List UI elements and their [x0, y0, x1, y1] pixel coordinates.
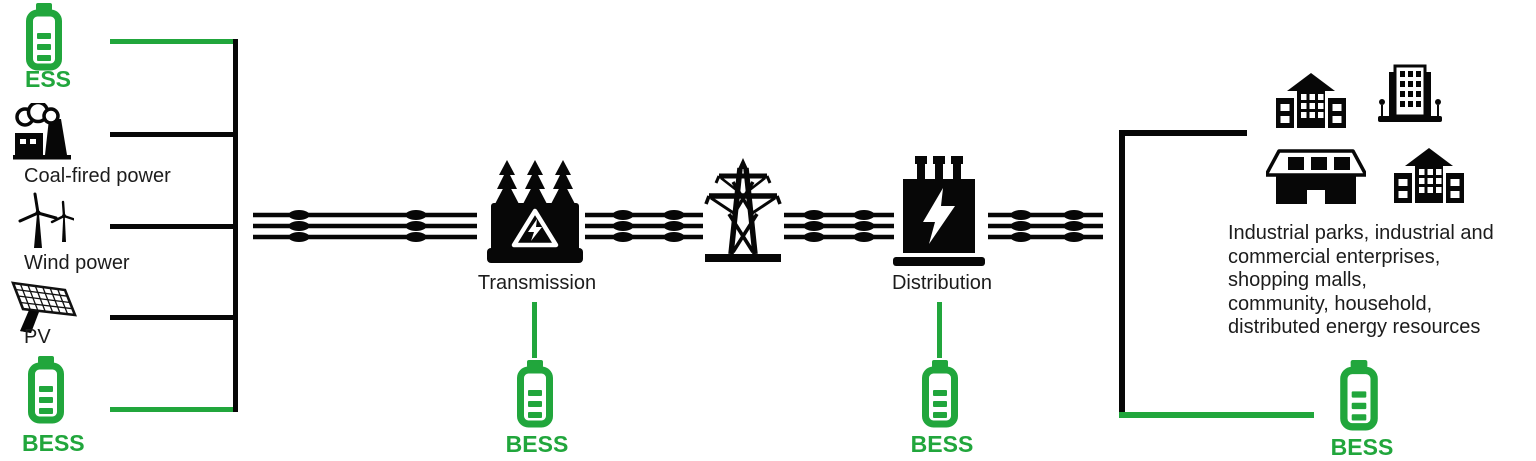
distribution-transformer-icon: [893, 156, 985, 266]
consumer-description-line: Industrial parks, industrial and: [1228, 222, 1494, 244]
battery-icon: [517, 360, 553, 428]
battery-icon: [922, 360, 958, 428]
pv-label: PV: [24, 326, 51, 348]
power-line-icon: [253, 210, 477, 242]
transmission-tower-icon: [704, 158, 782, 262]
ess-label: ESS: [25, 66, 72, 92]
transmission-bess-label: BESS: [505, 431, 569, 457]
solar-panel-icon: [10, 281, 78, 333]
transmission-substation-icon: [487, 160, 583, 263]
distribution-label: Distribution: [891, 272, 993, 294]
distribution-bess-connector: [937, 302, 942, 358]
warehouse-building-icon: [1266, 149, 1366, 204]
consumer-bess-label: BESS: [1330, 434, 1394, 460]
consumer-branch-line: [1119, 130, 1247, 136]
office-building-icon: [1378, 64, 1442, 122]
consumer-drop-bar: [1119, 130, 1125, 418]
bess-left-label: BESS: [22, 430, 85, 456]
ess-bus-line: [110, 39, 238, 44]
coal-bus-line: [110, 132, 238, 137]
school-building-icon: [1276, 73, 1346, 128]
battery-icon: [26, 3, 62, 71]
consumer-description-line: commercial enterprises,: [1228, 245, 1441, 268]
left-collector-bar: [233, 39, 238, 412]
factory-icon: [13, 103, 71, 160]
power-line-icon: [988, 210, 1103, 242]
wind-label: Wind power: [24, 252, 130, 274]
pv-bus-line: [110, 315, 238, 320]
battery-icon: [1340, 360, 1378, 431]
battery-icon: [28, 356, 64, 424]
transmission-label: Transmission: [477, 272, 597, 294]
distribution-bess-label: BESS: [910, 431, 974, 457]
consumer-description-line: distributed energy resources: [1228, 316, 1481, 338]
power-line-icon: [585, 210, 703, 242]
bess-bus-line: [110, 407, 238, 412]
consumer-description: Industrial parks, industrial and commerc…: [1228, 222, 1536, 340]
school-building-icon: [1394, 148, 1464, 203]
wind-turbine-icon: [18, 192, 74, 248]
consumer-description-line: community, household,: [1228, 292, 1433, 315]
consumer-description-line: shopping malls,: [1228, 269, 1367, 291]
wind-bus-line: [110, 224, 238, 229]
transmission-bess-connector: [532, 302, 537, 358]
coal-label: Coal-fired power: [24, 165, 171, 187]
consumer-bess-line: [1119, 412, 1314, 418]
power-line-icon: [784, 210, 894, 242]
